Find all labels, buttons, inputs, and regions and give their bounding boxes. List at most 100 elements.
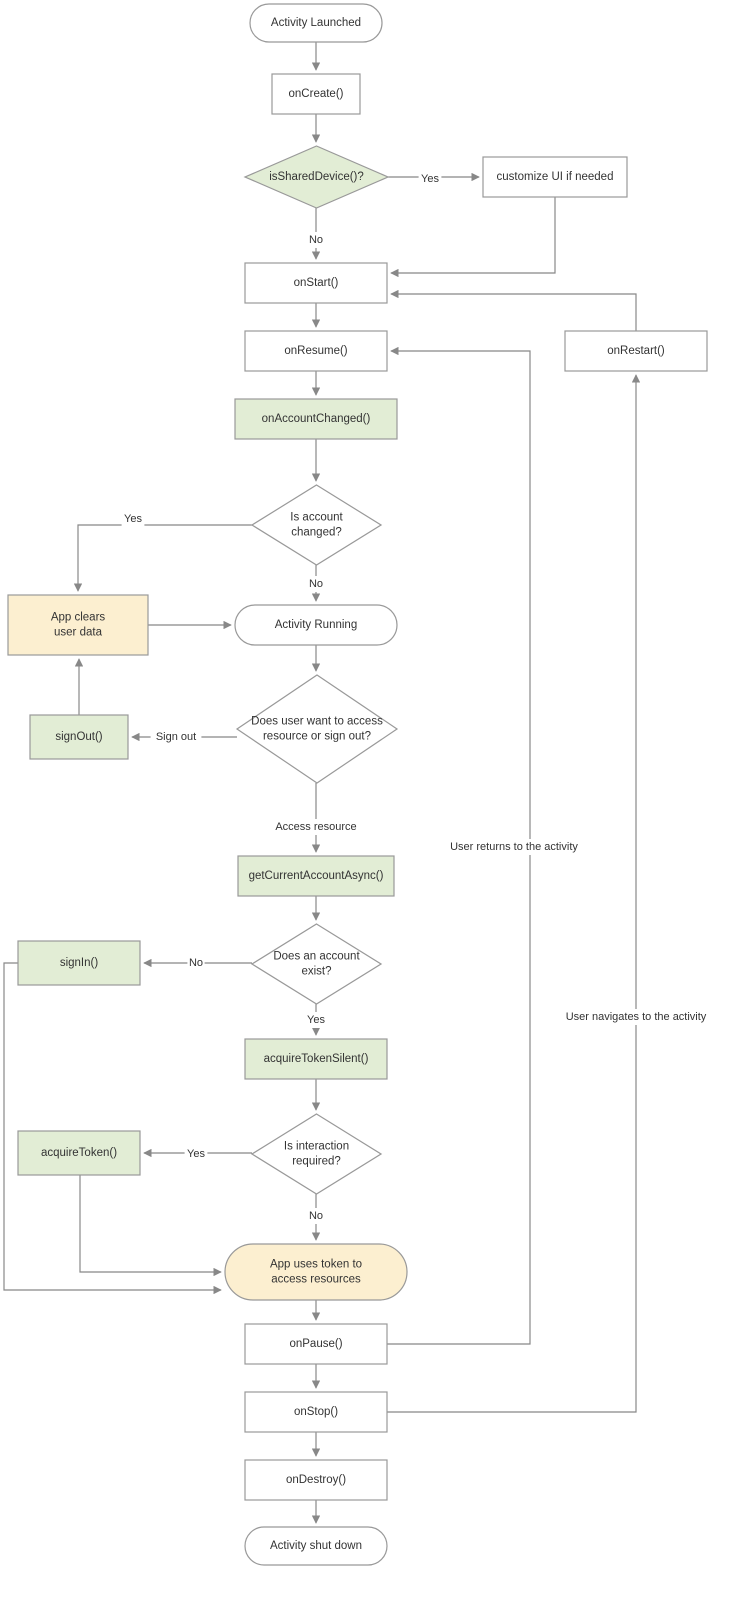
node-label-activity-launched: Activity Launched xyxy=(271,17,361,29)
node-shape-app-clears-user-data xyxy=(7,594,149,656)
edge-label-text-sign-out-label: Sign out xyxy=(156,731,196,743)
edge-signin-to-appusestoken xyxy=(3,962,222,1295)
node-shape-customize-ui xyxy=(482,156,628,198)
node-shape-get-current-account xyxy=(237,855,395,897)
node-label-on-restart: onRestart() xyxy=(607,345,665,357)
node-on-restart[interactable]: onRestart() xyxy=(564,330,708,372)
edge-label-bg-yes-shared-device xyxy=(418,171,442,187)
node-shape-on-restart xyxy=(564,330,708,372)
node-acquire-token[interactable]: acquireToken() xyxy=(17,1130,141,1176)
edge-label-bg-user-returns xyxy=(432,839,596,855)
node-shape-sign-in xyxy=(17,940,141,986)
node-shape-is-interaction-required xyxy=(250,1113,383,1195)
edge-label-text-access-resource-label: Access resource xyxy=(275,821,356,833)
node-get-current-account[interactable]: getCurrentAccountAsync() xyxy=(237,855,395,897)
edge-label-bg-no-shared-device xyxy=(307,232,325,248)
edge-label-text-no-interaction: No xyxy=(309,1210,323,1222)
node-on-stop[interactable]: onStop() xyxy=(244,1391,388,1433)
edge-label-text-yes-interaction: Yes xyxy=(187,1148,205,1160)
edge-label-text-yes-account-changed: Yes xyxy=(124,513,142,525)
edge-label-bg-no-account-changed xyxy=(307,576,325,592)
node-acquire-token-silent[interactable]: acquireTokenSilent() xyxy=(244,1038,388,1080)
node-activity-launched[interactable]: Activity Launched xyxy=(249,3,383,43)
node-layer: Activity Launched onCreate() isSharedDevic… xyxy=(7,3,708,1566)
node-label-on-stop: onStop() xyxy=(294,1406,338,1418)
edge-label-text-yes-account-exists: Yes xyxy=(307,1014,325,1026)
node-label-get-current-account: getCurrentAccountAsync() xyxy=(249,870,384,882)
edge-label-text-user-returns: User returns to the activity xyxy=(450,841,578,853)
edge-label-no-account-changed: No xyxy=(307,576,325,592)
edge-label-text-no-account-changed: No xyxy=(309,578,323,590)
edge-label-text-no-shared-device: No xyxy=(309,234,323,246)
edge-label-bg-no-account-exists xyxy=(187,955,205,971)
node-customize-ui[interactable]: customize UI if needed xyxy=(482,156,628,198)
node-shape-acquire-token xyxy=(17,1130,141,1176)
node-shape-access-or-signout xyxy=(235,674,399,784)
node-label-customize-ui: customize UI if needed xyxy=(497,171,614,183)
edge-onstop-to-onrestart xyxy=(387,374,641,1413)
node-label-is-shared-device: isSharedDevice()? xyxy=(269,171,364,183)
node-label-on-create: onCreate() xyxy=(289,88,344,100)
node-on-resume[interactable]: onResume() xyxy=(244,330,388,372)
node-shape-on-start xyxy=(244,262,388,304)
node-on-start[interactable]: onStart() xyxy=(244,262,388,304)
node-shape-on-create xyxy=(271,73,361,115)
node-sign-in[interactable]: signIn() xyxy=(17,940,141,986)
edge-label-text-user-navigates: User navigates to the activity xyxy=(566,1011,707,1023)
node-shape-activity-launched xyxy=(249,3,383,43)
node-on-create[interactable]: onCreate() xyxy=(271,73,361,115)
node-shape-app-uses-token xyxy=(224,1243,408,1301)
edge-label-yes-account-exists: Yes xyxy=(304,1012,328,1028)
edge-label-yes-interaction: Yes xyxy=(184,1146,208,1162)
edge-label-bg-access-resource-label xyxy=(271,819,361,835)
edge-label-sign-out-label: Sign out xyxy=(150,729,202,745)
node-label-acquire-token: acquireToken() xyxy=(41,1147,117,1159)
edge-label-user-returns: User returns to the activity xyxy=(432,839,596,855)
edge-label-no-shared-device: No xyxy=(307,232,325,248)
edge-label-text-yes-shared-device: Yes xyxy=(421,173,439,185)
node-shape-account-exists xyxy=(250,923,383,1005)
edge-label-access-resource-label: Access resource xyxy=(271,819,361,835)
edge-label-bg-user-navigates xyxy=(549,1009,723,1025)
node-activity-running[interactable]: Activity Running xyxy=(234,604,398,646)
edge-label-bg-yes-account-changed xyxy=(121,511,145,527)
node-label-on-destroy: onDestroy() xyxy=(286,1474,346,1486)
node-shape-is-account-changed xyxy=(250,484,383,566)
edge-label-bg-no-interaction xyxy=(307,1208,325,1224)
node-shape-on-pause xyxy=(244,1323,388,1365)
node-activity-shut-down[interactable]: Activity shut down xyxy=(244,1526,388,1566)
node-sign-out[interactable]: signOut() xyxy=(29,714,129,760)
node-shape-on-resume xyxy=(244,330,388,372)
node-is-shared-device[interactable]: isSharedDevice()? xyxy=(243,145,390,209)
node-on-destroy[interactable]: onDestroy() xyxy=(244,1459,388,1501)
edge-label-bg-yes-interaction xyxy=(184,1146,208,1162)
node-shape-is-shared-device xyxy=(243,145,390,209)
node-on-pause[interactable]: onPause() xyxy=(244,1323,388,1365)
node-label-on-start: onStart() xyxy=(294,277,339,289)
node-label-on-pause: onPause() xyxy=(289,1338,342,1350)
node-shape-acquire-token-silent xyxy=(244,1038,388,1080)
edge-label-bg-sign-out-label xyxy=(150,729,202,745)
edge-label-yes-shared-device: Yes xyxy=(418,171,442,187)
node-on-account-changed[interactable]: onAccountChanged() xyxy=(234,398,398,440)
node-label-acquire-token-silent: acquireTokenSilent() xyxy=(264,1053,369,1065)
node-shape-on-account-changed xyxy=(234,398,398,440)
node-shape-on-destroy xyxy=(244,1459,388,1501)
node-label-sign-in: signIn() xyxy=(60,957,99,969)
node-shape-activity-running xyxy=(234,604,398,646)
edge-label-text-no-account-exists: No xyxy=(189,957,203,969)
